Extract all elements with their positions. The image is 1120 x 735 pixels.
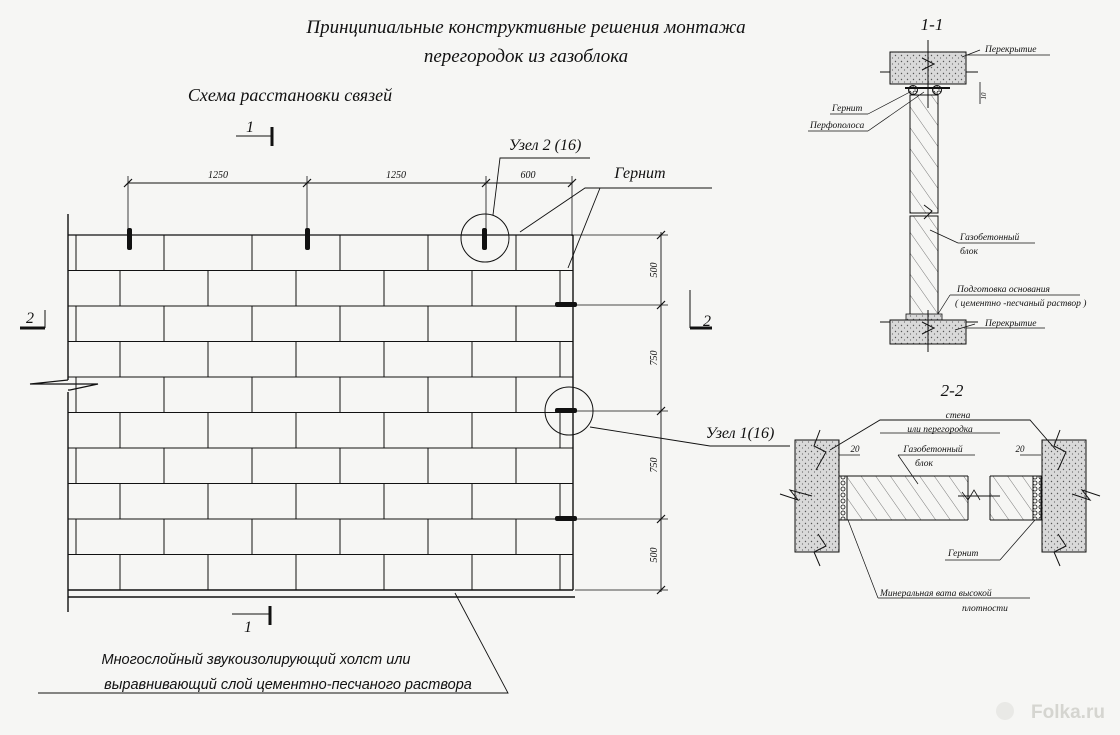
svg-text:Многослойный звукоизолирующий: Многослойный звукоизолирующий холст или [102, 652, 411, 668]
label-wool-line1: Минеральная вата высокой [879, 588, 992, 599]
svg-text:1: 1 [246, 119, 254, 136]
section-1-1-title: 1-1 [921, 15, 944, 34]
scheme-title: Схема расстановки связей [188, 85, 392, 105]
tie-side-1 [555, 302, 577, 307]
top-dimension: 1250 1250 600 [123, 170, 577, 236]
section-mark-2-right: 2 [689, 290, 712, 330]
title-line-1: Принципиальные конструктивные решения мо… [305, 17, 745, 38]
label-wool-line2: плотности [962, 604, 1008, 614]
dim-20-left: 20 [851, 444, 861, 454]
svg-text:2: 2 [703, 313, 711, 330]
right-dimension: 500 750 750 500 [573, 230, 668, 595]
wall-elevation [29, 214, 575, 612]
callout-node-2: Узел 2 (16) [492, 137, 590, 216]
bottom-note: Многослойный звукоизолирующий холст или … [38, 592, 509, 694]
label-block-1-1-line2: блок [960, 246, 979, 257]
title-line-2: перегородок из газоблока [424, 46, 628, 67]
svg-text:выравнивающий слой цементно-пе: выравнивающий слой цементно-песчаного ра… [104, 677, 472, 693]
svg-text:Узел 1(16): Узел 1(16) [706, 425, 775, 442]
dim-right-2: 750 [649, 351, 660, 366]
label-gernit-1-1: Гернит [831, 104, 863, 114]
section-2-2-title: 2-2 [941, 381, 964, 400]
wall-ties [127, 228, 577, 521]
section-mark-1-top: 1 [236, 119, 274, 146]
label-block-2-2-line2: блок [915, 458, 934, 469]
watermark-logo: Folka.ru [996, 702, 1105, 723]
svg-text:Гернит: Гернит [613, 165, 665, 182]
label-perekrytie-top: Перекрытие [984, 45, 1037, 55]
section-mark-1-bottom: 1 [232, 606, 272, 636]
watermark-text: Folka.ru [1031, 702, 1105, 723]
label-prep-line2: ( цементно -песчаный раствор ) [955, 298, 1086, 309]
label-perekrytie-bottom: Перекрытие [984, 319, 1037, 329]
label-block-1-1-line1: Газобетонный [959, 232, 1019, 243]
label-perfopolosa: Перфополоса [809, 120, 864, 131]
dim-top-2: 1250 [386, 170, 406, 181]
node-2-circle [460, 213, 510, 263]
callout-node-1: Узел 1(16) [589, 425, 790, 447]
dim-top-3: 600 [521, 170, 536, 181]
label-wall-line1: стена [946, 411, 971, 421]
svg-text:1: 1 [244, 619, 252, 636]
label-gernit-2-2: Гернит [947, 549, 979, 559]
dim-top-1: 1250 [208, 170, 228, 181]
svg-text:2: 2 [26, 310, 34, 327]
tie-side-3 [555, 516, 577, 521]
dim-right-3: 750 [649, 458, 660, 473]
svg-text:Узел 2 (16): Узел 2 (16) [509, 137, 582, 154]
label-prep-line1: Подготовка основания [956, 284, 1050, 295]
section-1-1-dim: 10 [980, 92, 988, 100]
tie-side-2 [555, 408, 577, 413]
dim-20-right: 20 [1016, 444, 1026, 454]
section-2-2: 2-2 20 20 стена или перегородка Га [779, 381, 1101, 614]
gas-block-courses [68, 235, 573, 590]
label-wall-line2: или перегородка [907, 424, 973, 435]
tie-top-2 [305, 228, 310, 250]
dim-right-1: 500 [649, 263, 660, 278]
callout-gernit: Гернит [519, 165, 712, 269]
section-1-1: 1-1 10 Перекрытие Гернит [808, 15, 1086, 352]
label-block-2-2-line1: Газобетонный [902, 444, 962, 455]
section-mark-2-left: 2 [20, 310, 46, 330]
dim-right-4: 500 [649, 548, 660, 563]
